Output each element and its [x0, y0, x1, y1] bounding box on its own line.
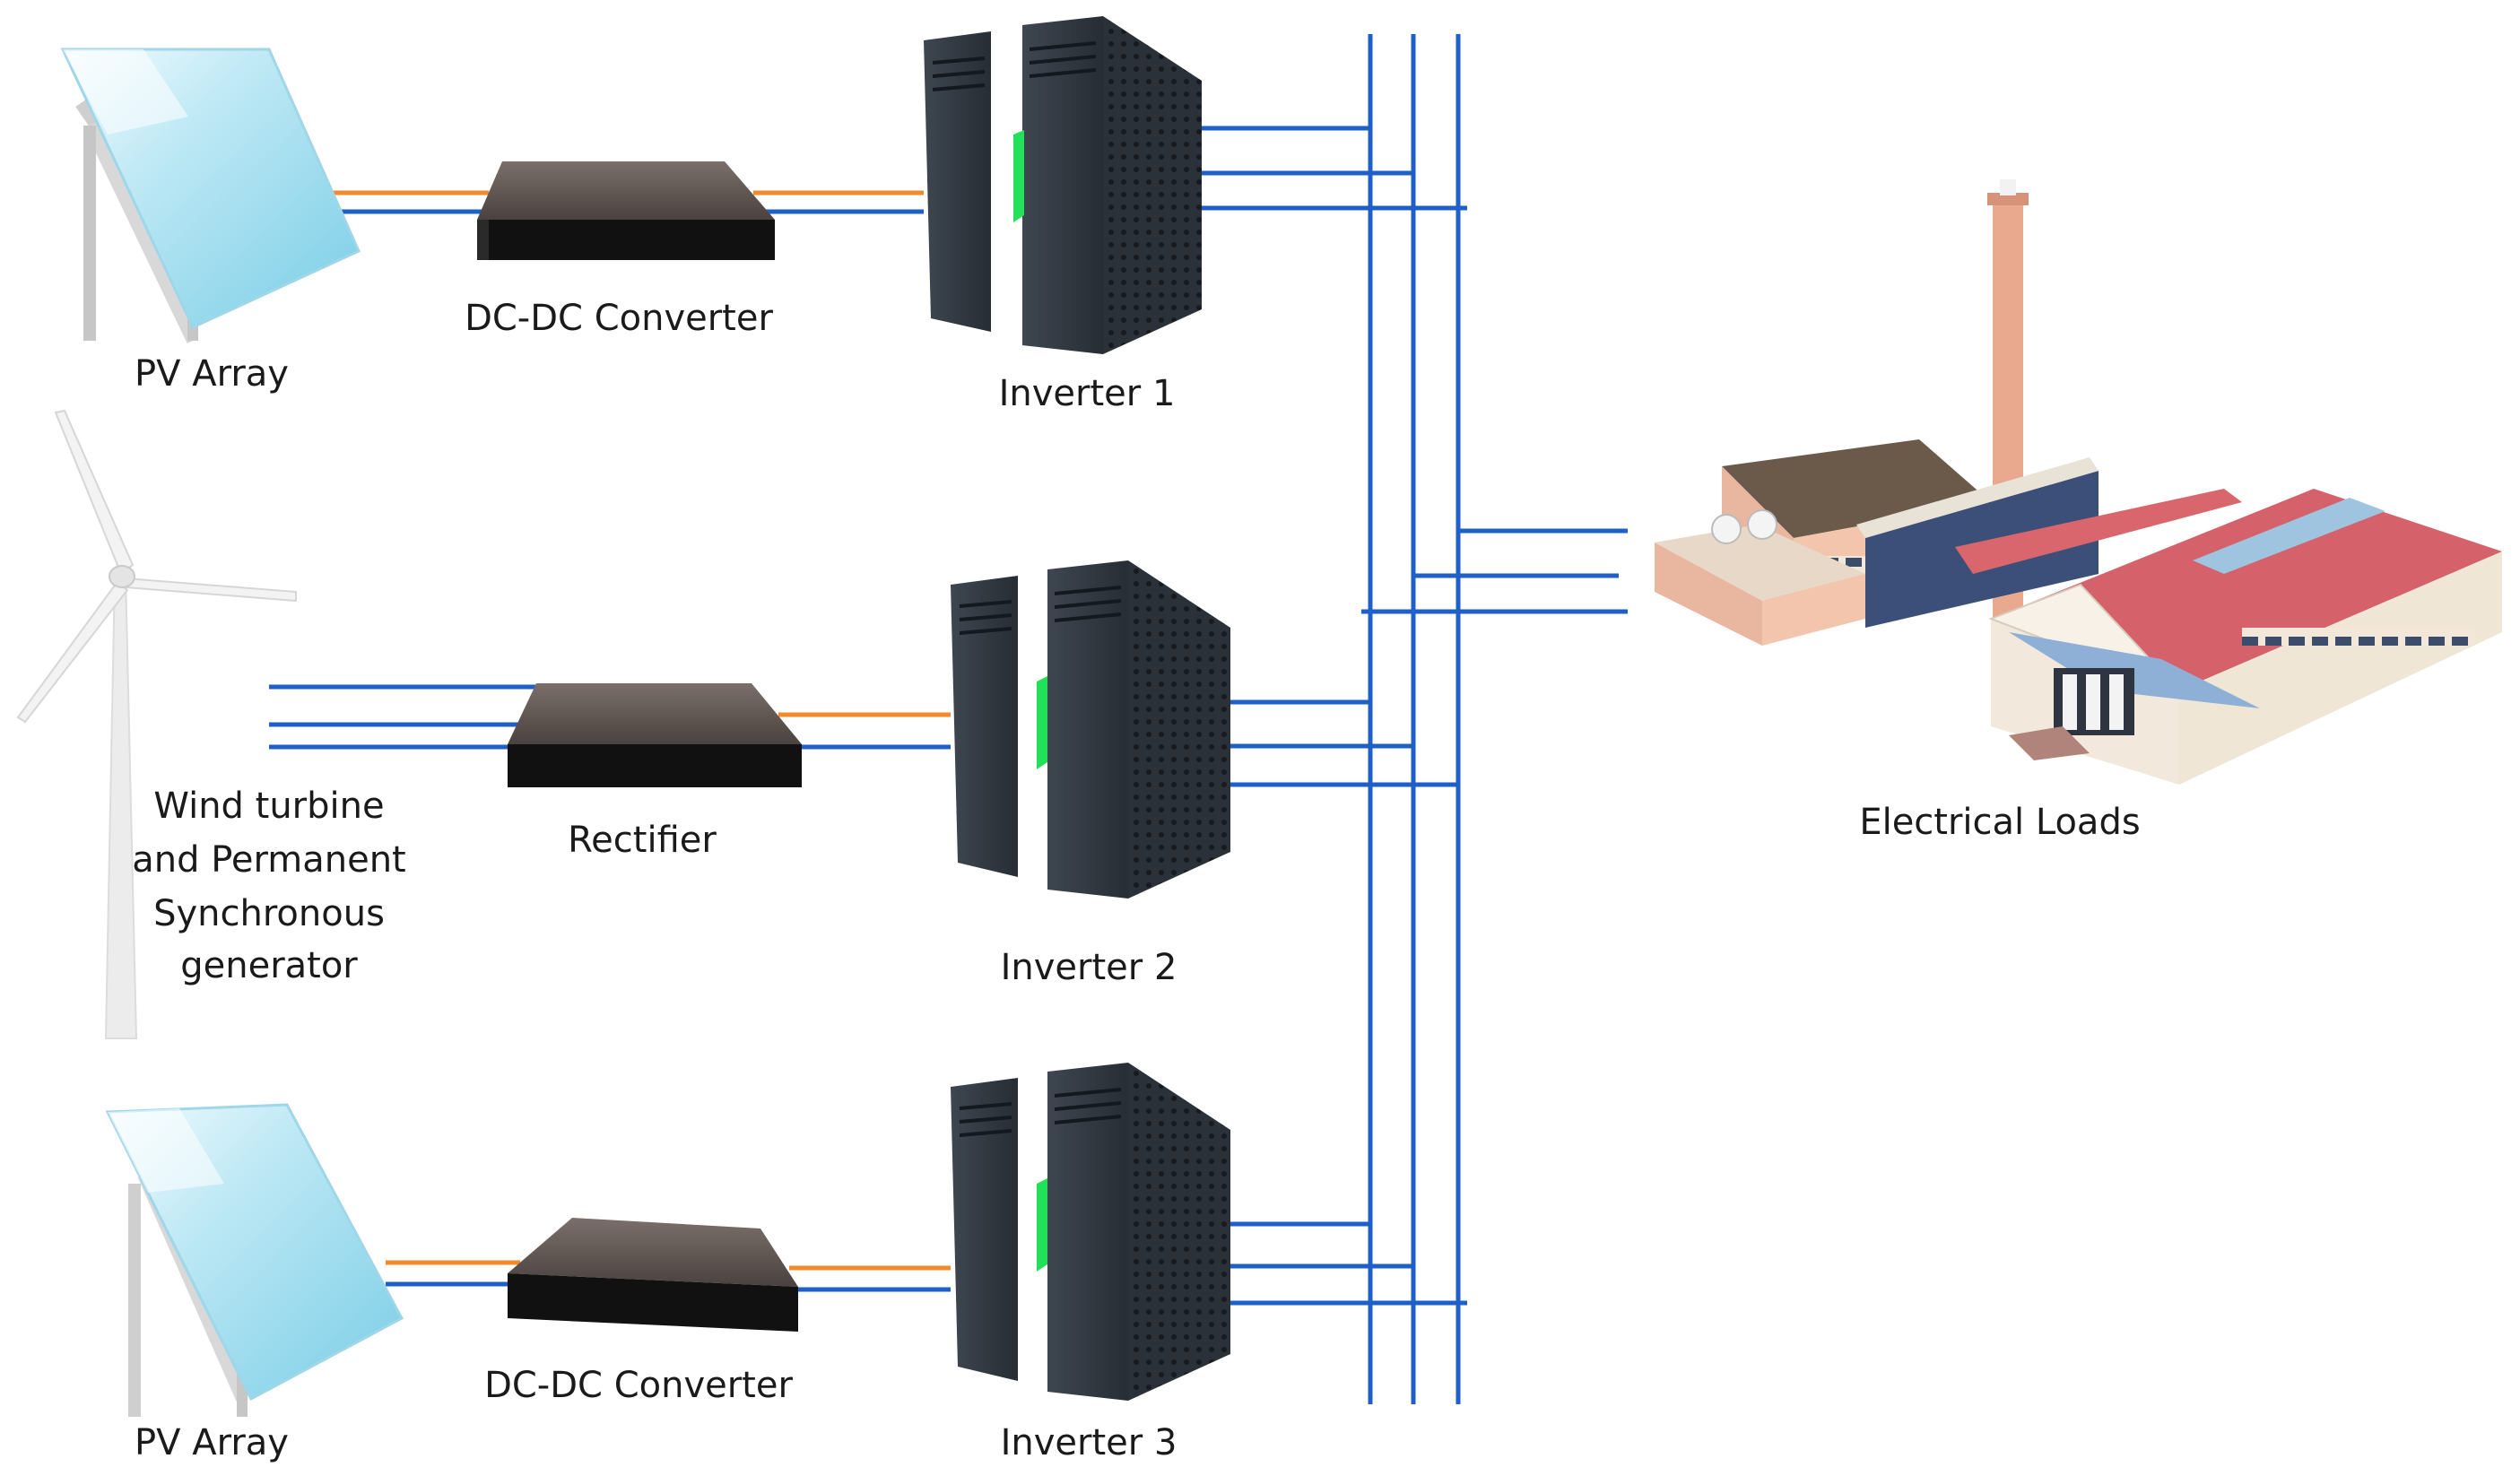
dcdc-converter-top-icon [477, 161, 775, 260]
inverter-1-label: Inverter 1 [999, 373, 1176, 414]
pv-bottom-dc-lines [386, 1260, 951, 1292]
inverter-2-icon [951, 560, 1230, 899]
inverter-2-label: Inverter 2 [1001, 947, 1177, 988]
dcdc-converter-bottom-label: DC-DC Converter [484, 1365, 793, 1406]
rectifier-icon [508, 683, 802, 787]
inverter-2-ac-lines [1229, 699, 1458, 787]
dcdc-converter-top-label: DC-DC Converter [465, 298, 773, 339]
electrical-loads-label: Electrical Loads [1859, 802, 2140, 843]
dcdc-converter-bottom-icon [508, 1218, 798, 1332]
inverter-1-icon [924, 16, 1202, 354]
load-feed-lines [1361, 528, 1628, 614]
inverter-1-ac-lines [1202, 126, 1467, 211]
pv-top-dc-lines [330, 190, 924, 214]
wind-label-line-3: Synchronous [153, 893, 385, 934]
pv-array-top-label: PV Array [135, 353, 289, 395]
factory-icon [1655, 179, 2502, 785]
inverter-3-icon [951, 1063, 1230, 1401]
ac-bus [1368, 34, 1461, 1404]
inverter-3-ac-lines [1229, 1221, 1467, 1306]
pv-array-top-icon [60, 48, 361, 344]
rectifier-dc-lines [778, 712, 951, 750]
pv-array-bottom-label: PV Array [135, 1422, 289, 1463]
wind-label-line-2: and Permanent [132, 839, 406, 881]
inverter-3-label: Inverter 3 [1001, 1422, 1177, 1463]
pv-array-bottom-icon [105, 1103, 404, 1417]
wind-label-line-1: Wind turbine [153, 786, 384, 827]
wind-ac-lines [269, 684, 536, 750]
wind-label-line-4: generator [180, 945, 358, 986]
wind-turbine-icon [16, 409, 297, 1039]
rectifier-label: Rectifier [568, 820, 717, 861]
